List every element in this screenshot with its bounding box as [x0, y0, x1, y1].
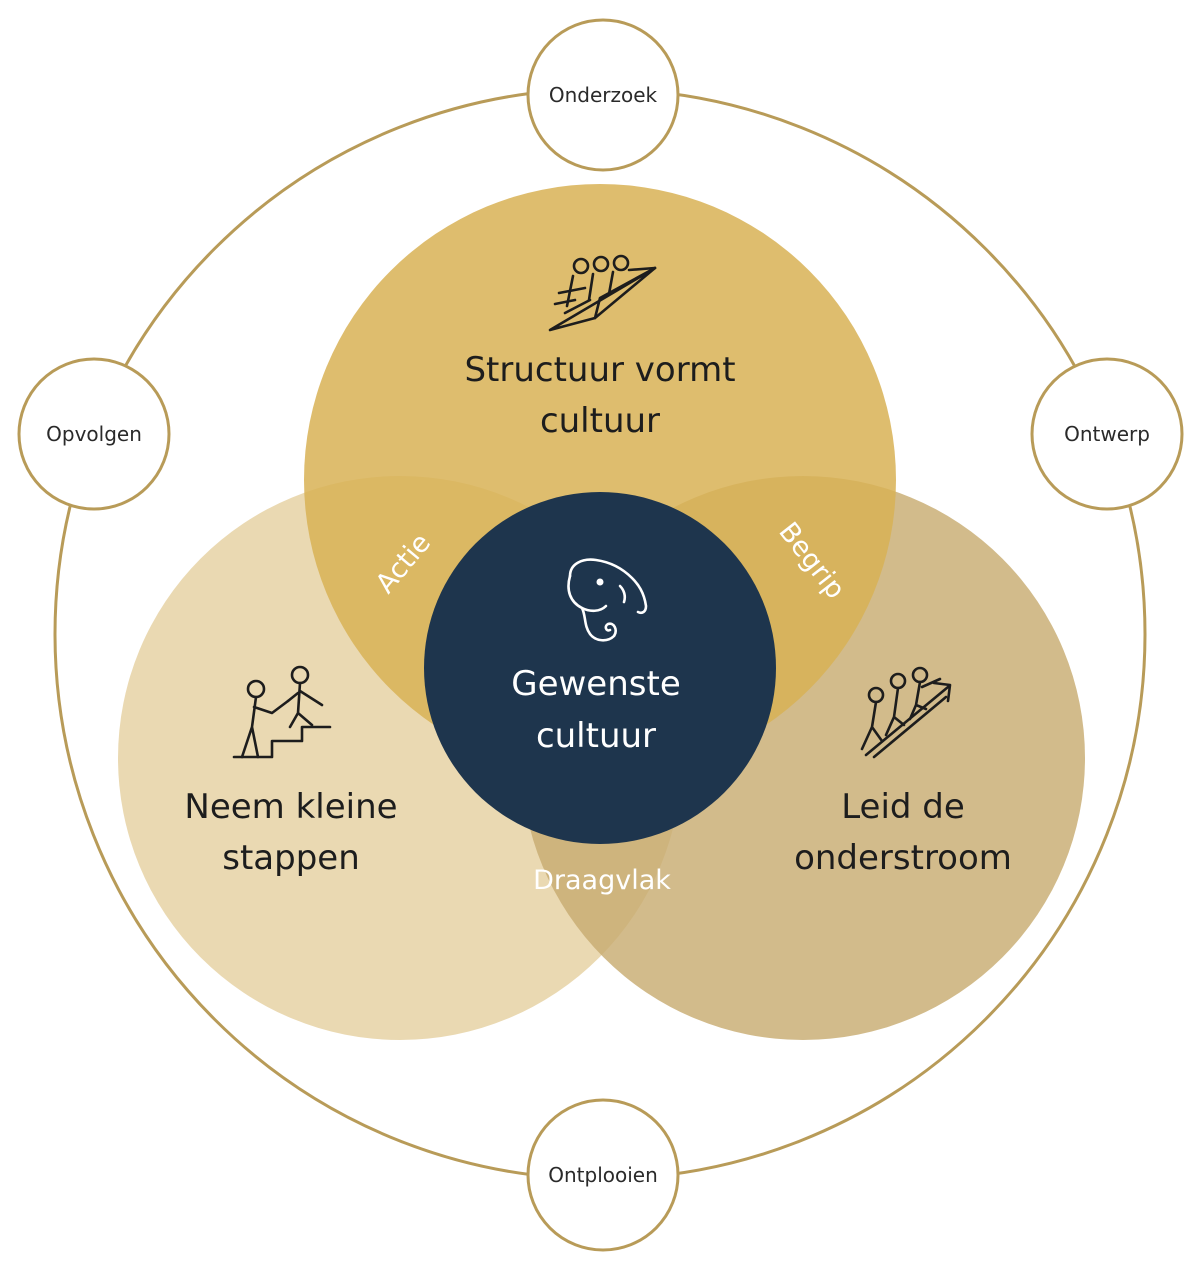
node-onderzoek: Onderzoek — [526, 18, 680, 172]
top-circle-label-line1: Structuur vormt — [464, 350, 735, 390]
left-circle-label-line1: Neem kleine — [184, 787, 397, 827]
node-ontwerp: Ontwerp — [1030, 357, 1184, 511]
right-circle-label-line1: Leid de — [841, 787, 965, 827]
top-circle-label-line2: cultuur — [540, 401, 660, 441]
node-ontplooien-label: Ontplooien — [548, 1163, 658, 1187]
center-label-line2: cultuur — [536, 716, 656, 756]
node-ontplooien: Ontplooien — [526, 1098, 680, 1252]
right-circle-label-line2: onderstroom — [794, 838, 1012, 878]
helping-hand-stairs-icon — [232, 665, 332, 759]
overlap-label-draagvlak: Draagvlak — [533, 865, 671, 896]
elephant-icon — [567, 558, 648, 642]
node-onderzoek-label: Onderzoek — [549, 83, 658, 107]
center-label-line1: Gewenste — [511, 664, 681, 704]
node-opvolgen: Opvolgen — [17, 357, 171, 511]
node-ontwerp-label: Ontwerp — [1064, 422, 1150, 446]
paper-plane-team-icon — [548, 254, 657, 332]
left-circle-label-line2: stappen — [222, 838, 360, 878]
climbing-arrow-team-icon — [860, 666, 952, 759]
center-circle — [424, 492, 776, 844]
node-opvolgen-label: Opvolgen — [46, 422, 142, 446]
